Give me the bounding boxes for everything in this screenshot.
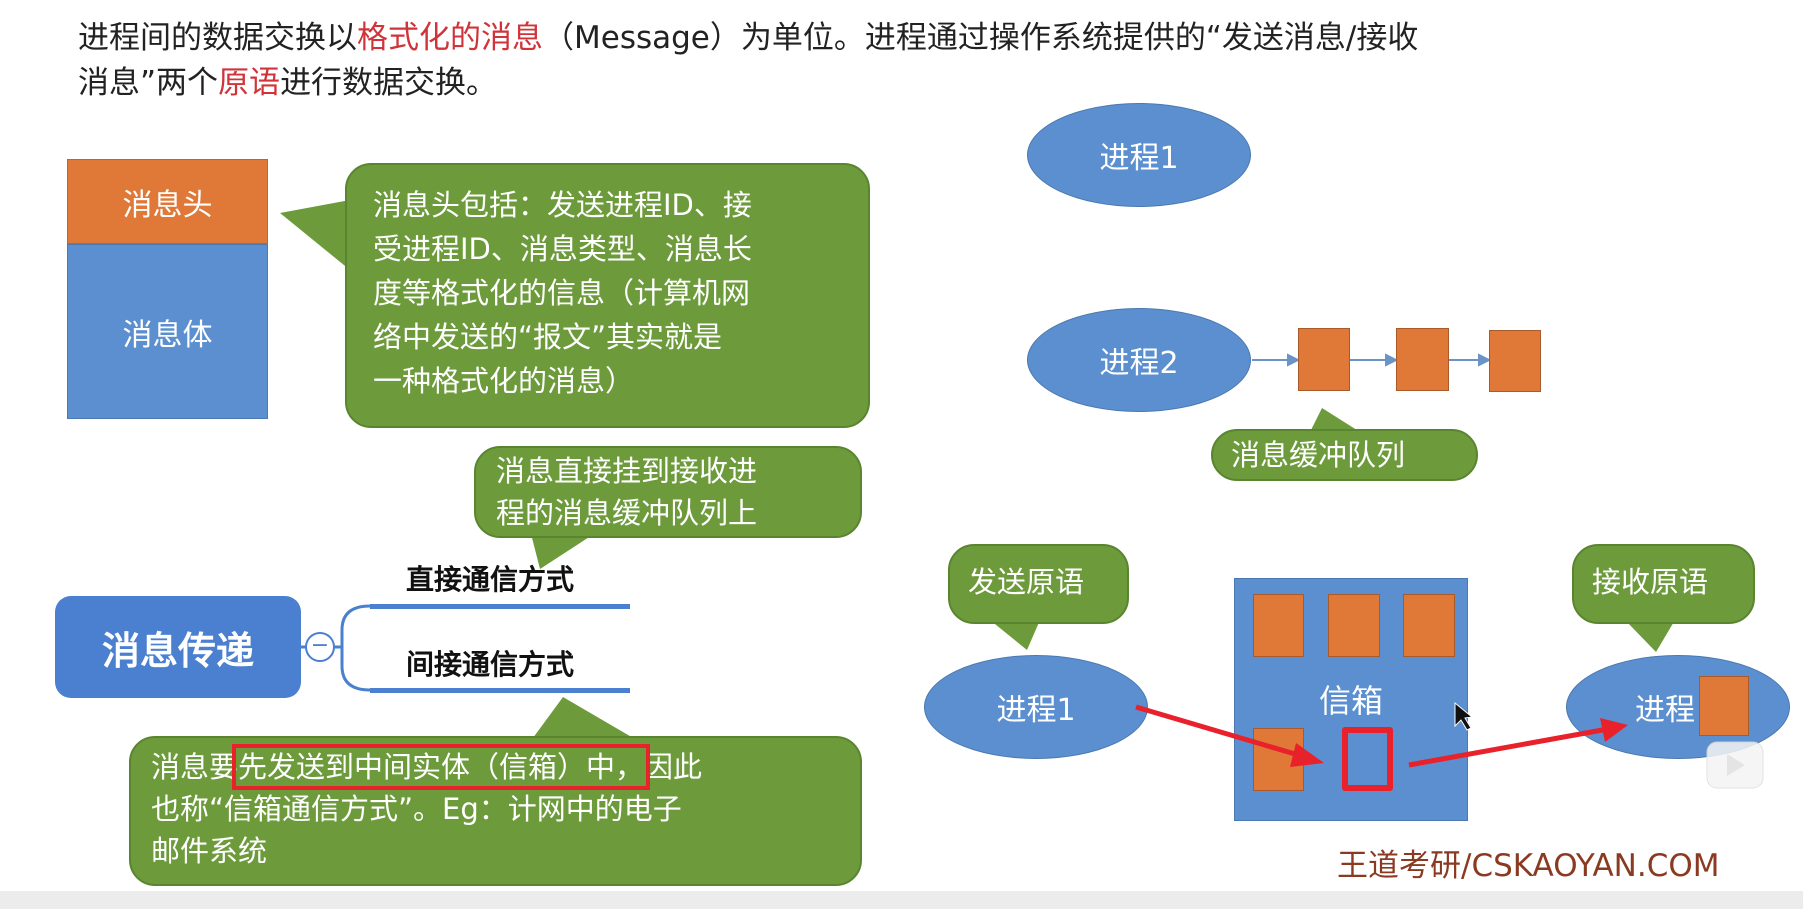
callout-message-header: 消息头包括：发送进程ID、接 受进程ID、消息类型、消息长 度等格式化的信息（计… <box>345 163 870 428</box>
mailbox-label: 信箱 <box>1318 682 1383 720</box>
branch-direct[interactable]: 直接通信方式 <box>406 563 575 596</box>
arrow-receive <box>1408 726 1609 768</box>
callout-tail <box>530 530 600 569</box>
callout-tail <box>990 620 1040 650</box>
callout-direct: 消息直接挂到接收进 程的消息缓冲队列上 <box>474 446 862 538</box>
intro-part: 进行数据交换。 <box>280 65 498 101</box>
send-primitive-label: 发送原语 <box>948 544 1129 624</box>
highlight-empty-slot <box>1342 727 1393 791</box>
intro-text: 进程间的数据交换以格式化的消息（Message）为单位。进程通过操作系统提供的“… <box>78 16 1678 106</box>
callout-line: 度等格式化的信息（计算机网 <box>373 276 751 310</box>
intro-highlight: 格式化的消息 <box>357 20 543 56</box>
watermark: 王道考研/CSKAOYAN.COM <box>1337 848 1720 884</box>
mailbox-message <box>1403 594 1455 657</box>
message-header-block: 消息头 <box>67 159 268 244</box>
callout-line: 络中发送的“报文”其实就是 <box>373 320 723 354</box>
queue-message <box>1396 328 1449 391</box>
intro-highlight: 原语 <box>218 65 281 101</box>
queue-message <box>1298 328 1350 391</box>
process2-node: 进程2 <box>1027 308 1251 412</box>
callout-text: 消息要 <box>151 750 239 784</box>
callout-line: 也称“信箱通信方式”。Eg：计网中的电子 <box>151 792 682 826</box>
callout-line: 消息直接挂到接收进 <box>496 454 758 488</box>
mailbox-message <box>1328 594 1380 657</box>
arrowhead-icon <box>1290 743 1324 767</box>
sender-process-node: 进程1 <box>924 655 1148 759</box>
queue-message <box>1489 330 1541 392</box>
callout-tail <box>530 697 640 742</box>
callout-tail <box>280 200 350 270</box>
queue-arrows <box>1252 353 1492 367</box>
callout-line: 消息头包括：发送进程ID、接 <box>373 188 752 222</box>
collapse-icon[interactable]: − <box>305 632 335 662</box>
callout-line: 程的消息缓冲队列上 <box>496 496 758 530</box>
mouse-cursor-icon <box>1454 701 1474 731</box>
process1-node: 进程1 <box>1027 103 1251 207</box>
branch-underline <box>370 604 630 609</box>
callout-line: 一种格式化的消息） <box>373 364 635 398</box>
callout-line: 受进程ID、消息类型、消息长 <box>373 232 752 266</box>
callout-tail <box>1310 408 1360 432</box>
intro-part: 进程间的数据交换以 <box>78 20 357 56</box>
branch-indirect[interactable]: 间接通信方式 <box>406 648 575 681</box>
highlighted-text: 先发送到中间实体（信箱）中， <box>232 744 651 790</box>
message-body-block: 消息体 <box>67 244 268 419</box>
callout-indirect: 消息要先发送到中间实体（信箱）中，因此 也称“信箱通信方式”。Eg：计网中的电子… <box>129 736 862 886</box>
callout-text: 因此 <box>644 750 703 784</box>
branch-underline <box>370 688 630 693</box>
play-icon[interactable] <box>1706 741 1764 789</box>
intro-part: （Message）为单位。进程通过操作系统提供的“发送消息/接收 <box>543 20 1419 56</box>
queue-label: 消息缓冲队列 <box>1211 429 1478 481</box>
arrowhead-icon <box>1600 718 1628 742</box>
mailbox-message <box>1253 594 1304 657</box>
bottom-bar <box>0 891 1803 909</box>
intro-part: 消息”两个 <box>78 65 219 101</box>
arrow-send <box>1135 704 1306 760</box>
callout-line: 邮件系统 <box>151 834 268 868</box>
receive-primitive-label: 接收原语 <box>1572 544 1755 624</box>
callout-tail <box>1625 620 1675 652</box>
mindmap-root-message-passing[interactable]: 消息传递 <box>55 596 301 698</box>
received-message <box>1699 676 1749 736</box>
